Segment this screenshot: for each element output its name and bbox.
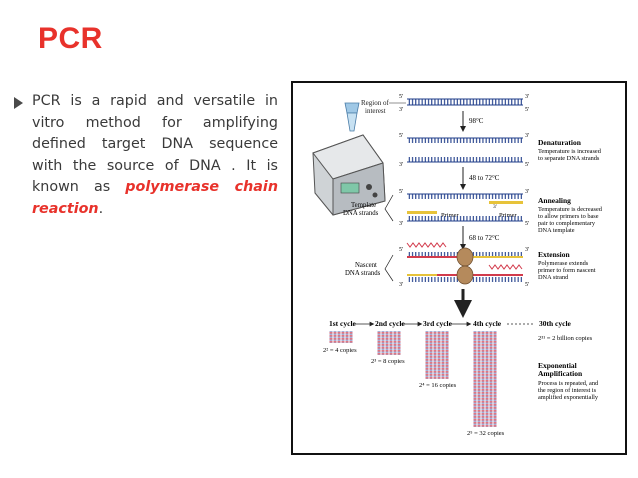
svg-text:5': 5' xyxy=(399,133,403,139)
denatured-strands: 5' 3' 3' 5' xyxy=(399,133,529,168)
region-of-interest-label: Region of xyxy=(361,99,389,107)
template-label: Template xyxy=(351,202,376,209)
pcr-diagram-figure: Region of interest 5' 3' 3' 5' 98°C 5' 3… xyxy=(291,81,627,455)
svg-text:3': 3' xyxy=(399,282,403,288)
temperature-68-72: 68 to 72°C xyxy=(469,234,500,242)
copies-16: 2⁴ = 16 copies xyxy=(419,382,457,389)
cycle-3-label: 3rd cycle xyxy=(423,319,453,328)
svg-text:pair to complementary: pair to complementary xyxy=(538,220,596,227)
polymerase-icon xyxy=(456,247,474,285)
svg-text:5': 5' xyxy=(399,247,403,253)
annealing-strands: 5' 3' 3' Primer Primer 3' 5' xyxy=(399,189,529,227)
svg-text:the region of interest is: the region of interest is xyxy=(538,387,597,394)
pcr-diagram: Region of interest 5' 3' 3' 5' 98°C 5' 3… xyxy=(312,94,603,437)
step-extension-title: Extension xyxy=(538,250,571,259)
svg-text:3': 3' xyxy=(399,221,403,227)
copies-32: 2⁵ = 32 copies xyxy=(467,430,505,437)
dna-double-strand: 5' 3' 3' 5' xyxy=(399,94,529,113)
svg-text:Polymerase extends: Polymerase extends xyxy=(538,260,589,267)
copies-block-2 xyxy=(377,331,401,355)
svg-text:Temperature is decreased: Temperature is decreased xyxy=(538,206,603,213)
svg-text:Temperature is increased: Temperature is increased xyxy=(538,148,602,155)
svg-text:5': 5' xyxy=(525,282,529,288)
svg-text:5': 5' xyxy=(399,94,403,100)
slide-title: PCR xyxy=(38,22,103,55)
svg-text:primer to form nascent: primer to form nascent xyxy=(538,267,596,274)
temperature-98: 98°C xyxy=(469,117,484,125)
svg-text:5': 5' xyxy=(525,162,529,168)
svg-text:3': 3' xyxy=(399,162,403,168)
svg-text:5': 5' xyxy=(525,107,529,113)
nascent-label: Nascent xyxy=(355,262,377,269)
svg-text:DNA strand: DNA strand xyxy=(538,274,569,281)
temperature-48-72: 48 to 72°C xyxy=(469,174,500,182)
svg-text:3': 3' xyxy=(525,189,529,195)
paragraph-highlight: polymerase chain reaction xyxy=(32,179,279,217)
svg-text:to separate DNA strands: to separate DNA strands xyxy=(538,155,600,162)
svg-text:to allow primers to base: to allow primers to base xyxy=(538,213,599,220)
thermocycler-machine-icon xyxy=(312,102,386,216)
paragraph-text: PCR is a rapid and versatile in vitro me… xyxy=(32,93,278,195)
svg-text:5': 5' xyxy=(399,189,403,195)
svg-text:3': 3' xyxy=(525,247,529,253)
svg-text:3': 3' xyxy=(399,107,403,113)
copies-8: 2³ = 8 copies xyxy=(371,358,405,365)
svg-text:amplified exponentially: amplified exponentially xyxy=(538,394,599,401)
bullet-arrow-icon xyxy=(14,97,23,109)
svg-text:5': 5' xyxy=(525,221,529,227)
svg-text:DNA strands: DNA strands xyxy=(343,210,379,217)
exponential-title: Exponential xyxy=(538,361,577,370)
bullet-paragraph: PCR is a rapid and versatile in vitro me… xyxy=(32,91,278,220)
svg-text:Amplification: Amplification xyxy=(538,369,583,378)
copies-block-1 xyxy=(329,331,353,343)
cycle-2-label: 2nd cycle xyxy=(375,319,405,328)
paragraph-end: . xyxy=(98,200,104,217)
region-of-interest-label-2: interest xyxy=(365,107,386,115)
cycle-1-label: 1st cycle xyxy=(329,319,357,328)
svg-text:DNA strands: DNA strands xyxy=(345,270,381,277)
step-annealing-title: Annealing xyxy=(538,196,571,205)
copies-block-4 xyxy=(473,331,497,427)
svg-text:3': 3' xyxy=(525,133,529,139)
svg-text:3': 3' xyxy=(493,204,497,210)
primer-label: Primer xyxy=(441,212,460,219)
cycle-30-label: 30th cycle xyxy=(539,319,572,328)
copies-2-billion: 2³¹ = 2 billion copies xyxy=(538,335,593,342)
copies-4: 2² = 4 copies xyxy=(323,347,357,354)
copies-block-3 xyxy=(425,331,449,379)
primer-label-2: Primer xyxy=(499,212,518,219)
svg-text:Process is repeated, and: Process is repeated, and xyxy=(538,380,599,387)
svg-text:3': 3' xyxy=(525,94,529,100)
step-denaturation-title: Denaturation xyxy=(538,138,582,147)
svg-text:DNA template: DNA template xyxy=(538,227,575,234)
cycle-4-label: 4th cycle xyxy=(473,319,502,328)
